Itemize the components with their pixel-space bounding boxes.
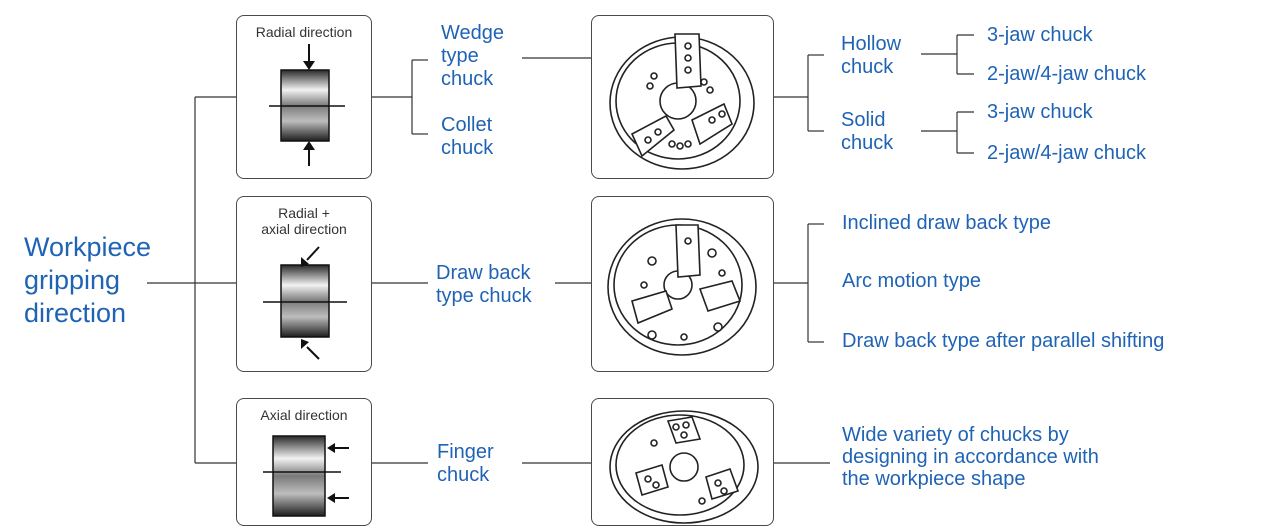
cylinder-radial-arrows-icon: [269, 44, 345, 166]
solid-3-jaw-chuck-label: 3-jaw chuck: [987, 101, 1093, 123]
label-line: Finger: [437, 441, 494, 463]
arc-motion-type-label: Arc motion type: [842, 270, 981, 292]
label-line: chuck: [841, 56, 894, 78]
description-line: Wide variety of chucks by: [842, 424, 1069, 446]
draw-back-type-chuck-label: Draw back type chuck: [436, 262, 532, 308]
description-line: the workpiece shape: [842, 468, 1026, 490]
label-line: chuck: [441, 137, 494, 159]
label-line: Axial direction: [260, 407, 348, 423]
hollow-chuck-label: Hollow chuck: [841, 33, 901, 79]
root-label: Workpiece gripping direction: [24, 231, 151, 330]
finger-chuck-label: Finger chuck: [437, 441, 494, 487]
draw-back-chuck-illustration: [607, 218, 757, 356]
finger-chuck-image-box: [591, 398, 774, 526]
finger-chuck-illustration: [609, 410, 759, 524]
solid-chuck-label: Solid chuck: [841, 109, 893, 155]
wedge-chuck-image-box: [591, 15, 774, 179]
solid-2-4-jaw-chuck-label: 2-jaw/4-jaw chuck: [987, 142, 1146, 164]
radial-direction-label: Radial direction: [237, 24, 371, 40]
label-line: chuck: [441, 68, 494, 90]
label-line: Collet: [441, 114, 493, 136]
cylinder-diagonal-arrows-icon: [263, 246, 347, 360]
label-line: Radial +: [278, 205, 330, 221]
axial-direction-box: Axial direction: [236, 398, 372, 526]
label-line: Radial direction: [255, 24, 353, 40]
label-line: type: [441, 45, 479, 67]
finger-chuck-description: Wide variety of chucks by designing in a…: [842, 424, 1099, 490]
label-line: type chuck: [436, 285, 532, 307]
root-label-line: direction: [24, 298, 127, 328]
label-line: Solid: [841, 109, 886, 131]
label-line: Wedge: [441, 22, 505, 44]
label-line: chuck: [437, 464, 490, 486]
hollow-2-4-jaw-chuck-label: 2-jaw/4-jaw chuck: [987, 63, 1146, 85]
label-line: chuck: [841, 132, 894, 154]
collet-chuck-label: Collet chuck: [441, 114, 493, 160]
axial-direction-label: Axial direction: [237, 407, 371, 423]
draw-back-chuck-image-box: [591, 196, 774, 372]
three-jaw-chuck-illustration: [609, 33, 755, 170]
label-line: axial direction: [261, 221, 347, 237]
root-label-line: Workpiece: [24, 232, 152, 262]
label-line: Hollow: [841, 33, 902, 55]
cylinder-axial-arrows-icon: [263, 435, 349, 517]
root-label-line: gripping: [24, 265, 121, 295]
description-line: designing in accordance with: [842, 446, 1099, 468]
radial-axial-direction-box: Radial + axial direction: [236, 196, 372, 372]
inclined-draw-back-type-label: Inclined draw back type: [842, 212, 1052, 234]
hollow-3-jaw-chuck-label: 3-jaw chuck: [987, 24, 1093, 46]
label-line: Draw back: [436, 262, 531, 284]
radial-direction-box: Radial direction: [236, 15, 372, 179]
radial-axial-direction-label: Radial + axial direction: [237, 205, 371, 237]
parallel-shift-draw-back-type-label: Draw back type after parallel shifting: [842, 330, 1165, 352]
wedge-type-chuck-label: Wedge type chuck: [441, 22, 504, 91]
